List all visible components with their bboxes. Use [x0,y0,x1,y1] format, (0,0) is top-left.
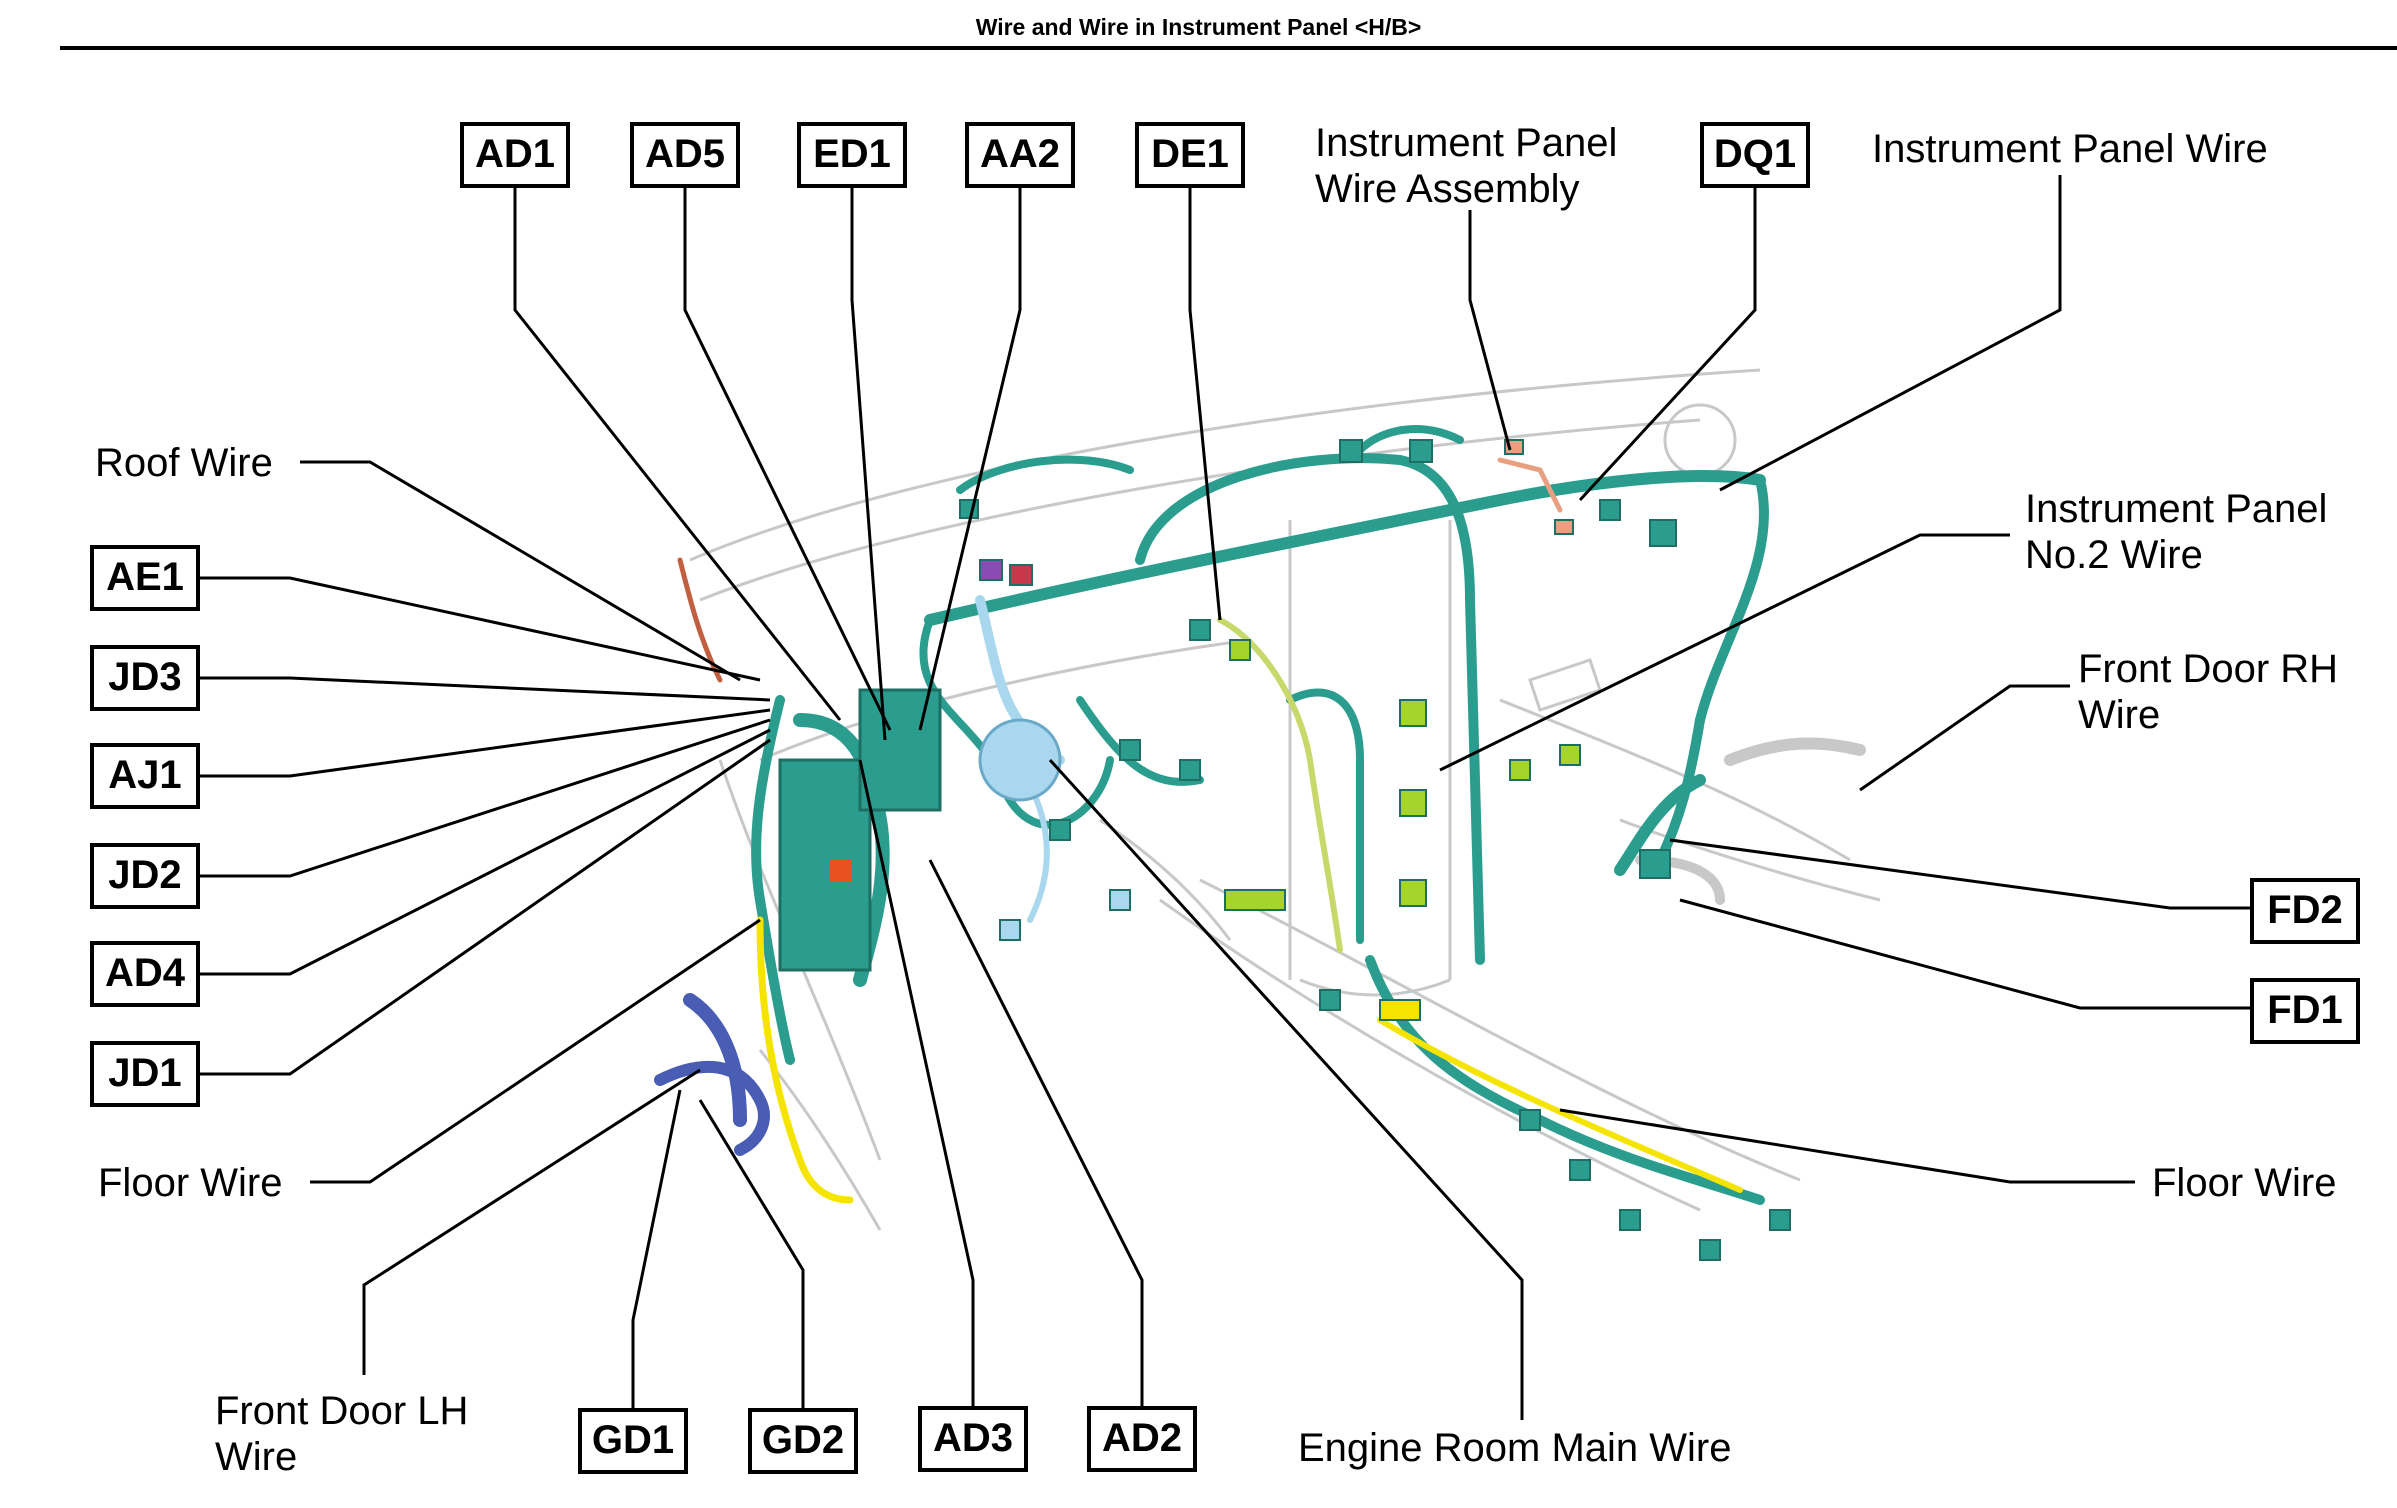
leader-ip-no2 [1439,533,2010,772]
code-box-ad1: AD1 [460,122,570,188]
leader-ip-wire [1719,175,2062,492]
label-ip-wire-assembly-line1: Instrument Panel [1315,121,1618,165]
leader-ad5 [683,188,892,731]
code-box-de1: DE1 [1135,122,1245,188]
left-harness [654,557,1062,1204]
leader-jd2 [200,718,771,878]
code-box-aj1: AJ1 [90,743,200,809]
code-box-fd2: FD2 [2250,878,2360,944]
label-floor-wire-left: Floor Wire [98,1161,283,1205]
code-box-aa2: AA2 [965,122,1075,188]
label-roof-wire: Roof Wire [95,441,273,485]
label-front-door-rh-wire: Front Door RH Wire [2078,646,2338,738]
code-box-ad2: AD2 [1087,1406,1197,1472]
leader-fd2 [1669,838,2250,910]
leader-gd1 [631,1089,682,1410]
label-front-door-lh-line1: Front Door LH [215,1389,469,1433]
leader-ip-wire-assembly [1468,210,1512,451]
code-box-gd2: GD2 [748,1408,858,1474]
leader-jd3 [200,676,771,702]
leader-aj1 [200,708,771,778]
code-box-ae1: AE1 [90,545,200,611]
leader-ad4 [200,728,771,976]
leader-aa2 [918,188,1022,731]
leader-ed1 [850,188,887,741]
code-box-jd1: JD1 [90,1041,200,1107]
leader-ad2 [928,859,1144,1408]
leader-dq1 [1578,188,1757,502]
label-ip-no2-wire-line1: Instrument Panel [2025,487,2328,531]
code-box-fd1: FD1 [2250,978,2360,1044]
leader-floor-wire-right [1559,1108,2135,1184]
title-rule [60,46,2397,50]
label-ip-wire-assembly: Instrument Panel Wire Assembly [1315,120,1617,212]
label-ip-wire-assembly-line2: Wire Assembly [1315,167,1580,211]
leader-front-door-lh [362,1068,701,1375]
leader-floor-wire-left [310,918,761,1184]
code-box-ad3: AD3 [918,1406,1028,1472]
connectors [959,439,1791,1261]
label-front-door-rh-line1: Front Door RH [2078,647,2339,691]
label-ip-no2-wire-line2: No.2 Wire [2025,533,2203,577]
label-front-door-lh-wire: Front Door LH Wire [215,1388,468,1480]
leader-gd2 [698,1099,805,1410]
code-box-dq1: DQ1 [1700,122,1810,188]
leader-lines [200,175,2250,1420]
label-ip-no2-wire: Instrument Panel No.2 Wire [2025,486,2327,578]
leader-jd1 [200,738,771,1076]
code-box-jd2: JD2 [90,843,200,909]
code-box-ed1: ED1 [797,122,907,188]
label-ip-wire: Instrument Panel Wire [1872,127,2268,171]
label-floor-wire-right: Floor Wire [2152,1161,2337,1205]
code-box-jd3: JD3 [90,645,200,711]
label-front-door-lh-line2: Wire [215,1435,298,1479]
code-box-ad5: AD5 [630,122,740,188]
leader-de1 [1188,188,1222,621]
label-front-door-rh-line2: Wire [2078,693,2161,737]
label-engine-room-main-wire: Engine Room Main Wire [1298,1426,1732,1470]
leader-ae1 [200,576,761,682]
leader-ad3 [858,759,975,1408]
code-box-gd1: GD1 [578,1408,688,1474]
leader-ad1 [513,188,842,721]
leader-front-door-rh [1859,684,2070,792]
code-box-ad4: AD4 [90,941,200,1007]
page-title: Wire and Wire in Instrument Panel <H/B> [975,14,1422,40]
leader-engine-room [1048,758,1524,1420]
leader-roof-wire [300,460,741,682]
leader-fd1 [1679,898,2250,1010]
